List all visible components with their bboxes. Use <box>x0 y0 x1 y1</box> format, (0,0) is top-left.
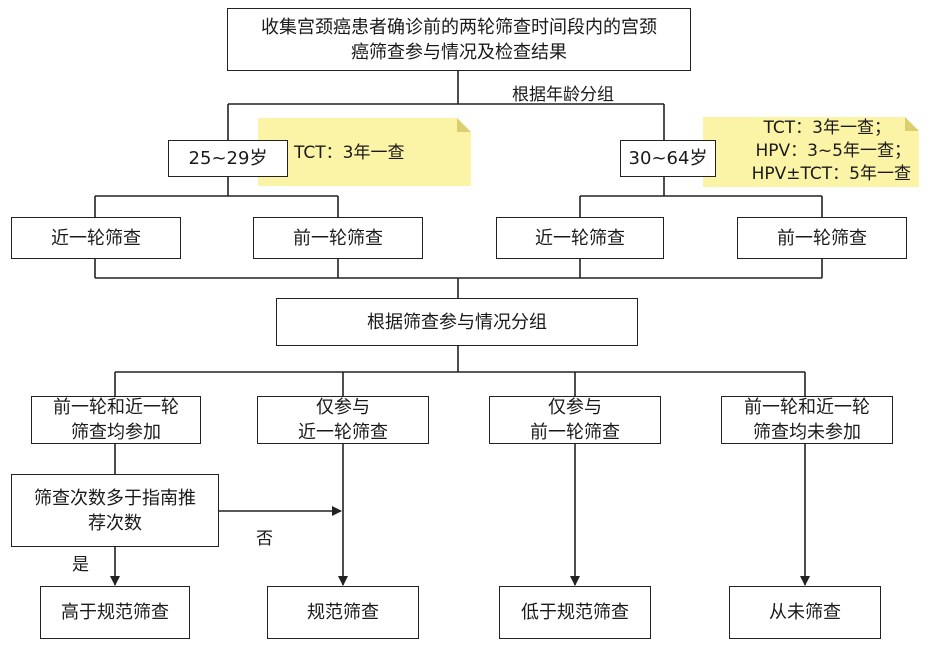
tct-note-25-29: TCT：3年一查 <box>258 118 471 186</box>
previous-only-box: 仅参与 前一轮筛查 <box>489 396 661 444</box>
previous-only-label: 仅参与 前一轮筛查 <box>530 397 620 443</box>
below-standard-label: 低于规范筛查 <box>521 602 629 623</box>
recent-round-label: 近一轮筛查 <box>535 227 625 249</box>
note-fold-corner <box>905 117 919 131</box>
age-group-25-29: 25~29岁 <box>168 140 288 177</box>
standard-label: 规范筛查 <box>307 602 379 623</box>
no-label: 否 <box>256 529 273 549</box>
note-line-2: HPV：3~5年一查； <box>755 141 911 161</box>
never-screened-label: 从未筛查 <box>769 602 841 623</box>
previous-round-label: 前一轮筛查 <box>777 227 867 249</box>
decision-label: 筛查次数多于指南推 荐次数 <box>34 487 196 534</box>
group-by-age-label: 根据年龄分组 <box>512 85 614 105</box>
below-standard-box: 低于规范筛查 <box>499 586 651 639</box>
group-by-participation-box: 根据筛查参与情况分组 <box>276 298 638 346</box>
previous-round-label: 前一轮筛查 <box>293 227 383 249</box>
age-group-30-64-label: 30~64岁 <box>628 148 708 169</box>
collect-data-box: 收集宫颈癌患者确诊前的两轮筛查时间段内的宫颈 癌筛查参与情况及检查结果 <box>227 8 691 71</box>
neither-round-label: 前一轮和近一轮 筛查均未参加 <box>744 397 870 443</box>
recent-only-label: 仅参与 近一轮筛查 <box>298 397 388 443</box>
tct-note-25-29-text: TCT：3年一查 <box>294 143 405 163</box>
yes-label: 是 <box>72 555 89 575</box>
standard-box: 规范筛查 <box>267 586 419 639</box>
recent-round-box: 近一轮筛查 <box>11 217 181 259</box>
previous-round-box: 前一轮筛查 <box>737 217 907 259</box>
decision-box: 筛查次数多于指南推 荐次数 <box>11 474 219 547</box>
recent-round-box: 近一轮筛查 <box>496 217 664 259</box>
screening-note-30-64: TCT：3年一查； HPV：3~5年一查； HPV±TCT：5年一查 <box>703 117 919 187</box>
recent-round-label: 近一轮筛查 <box>51 227 141 249</box>
age-group-25-29-label: 25~29岁 <box>188 148 268 169</box>
both-rounds-attended-label: 前一轮和近一轮 筛查均参加 <box>53 397 179 443</box>
group-by-participation-label: 根据筛查参与情况分组 <box>367 311 547 333</box>
both-rounds-attended-box: 前一轮和近一轮 筛查均参加 <box>31 396 201 444</box>
above-standard-box: 高于规范筛查 <box>40 586 190 639</box>
age-group-30-64: 30~64岁 <box>620 140 716 177</box>
note-line-3: HPV±TCT：5年一查 <box>751 164 911 184</box>
note-fold-corner <box>457 118 471 132</box>
above-standard-label: 高于规范筛查 <box>61 602 169 623</box>
note-line-1: TCT：3年一查； <box>763 118 891 138</box>
never-screened-box: 从未筛查 <box>729 586 881 639</box>
collect-data-text: 收集宫颈癌患者确诊前的两轮筛查时间段内的宫颈 癌筛查参与情况及检查结果 <box>261 16 657 63</box>
previous-round-box: 前一轮筛查 <box>253 217 423 259</box>
neither-round-box: 前一轮和近一轮 筛查均未参加 <box>721 396 893 444</box>
recent-only-box: 仅参与 近一轮筛查 <box>257 396 429 444</box>
